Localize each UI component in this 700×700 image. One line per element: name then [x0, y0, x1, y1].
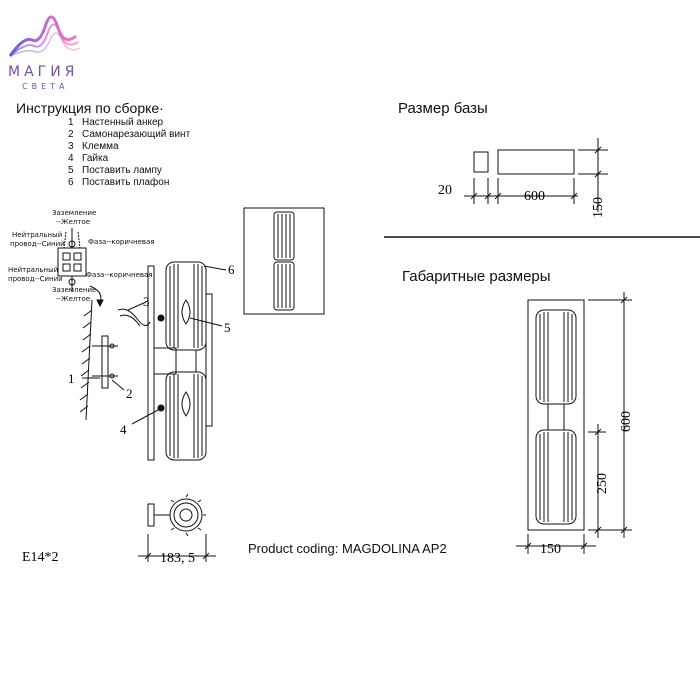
step-text: Гайка: [82, 153, 109, 164]
base-thickness-dim: 20: [438, 183, 452, 198]
callout-5: 5: [224, 320, 231, 335]
overall-outline: [527, 299, 585, 531]
assembly-step: 2 Самонарезающий винт: [68, 129, 190, 141]
base-side-view: [473, 151, 489, 173]
step-number: 4: [68, 153, 74, 164]
terminal-block: [57, 247, 87, 277]
overall-mount-dim: 250: [595, 473, 610, 494]
lamp-spec: E14*2: [22, 550, 59, 565]
wiring-neutral-1a: Нейтральный: [12, 231, 63, 239]
wiring-phase-1: Фаза--коричневая: [88, 238, 155, 246]
wiring-neutral-2a: Нейтральный: [8, 266, 59, 274]
wiring-neutral-1b: провод--Синий: [10, 240, 65, 248]
step-text: Поставить плафон: [82, 177, 170, 188]
step-text: Самонарезающий винт: [82, 129, 191, 140]
base-size-title: Размер базы: [398, 100, 488, 117]
base-width-dim: 150: [591, 197, 606, 218]
assembly-step: 5 Поставить лампу: [68, 165, 162, 177]
overall-dims-title: Габаритные размеры: [402, 268, 551, 285]
wiring-phase-2: Фаза--коричневая: [86, 271, 153, 279]
callout-6: 6: [228, 262, 235, 277]
base-front-view: [497, 149, 575, 175]
assembly-title: Инструкция по сборке·: [16, 100, 164, 116]
callout-3: 3: [143, 294, 150, 309]
callout-4: 4: [120, 422, 127, 437]
step-number: 1: [68, 117, 74, 128]
step-number: 2: [68, 129, 74, 140]
assembly-step: 4 Гайка: [68, 153, 108, 165]
wiring-ground-bottom-label: Заземление: [52, 286, 97, 294]
step-number: 5: [68, 165, 74, 176]
shade-detail-box: [243, 207, 325, 315]
step-text: Настенный анкер: [82, 117, 164, 128]
callout-1: 1: [68, 371, 75, 386]
wiring-neutral-2b: провод--Синий: [8, 275, 63, 283]
step-text: Поставить лампу: [82, 165, 162, 176]
base-length-dim: 600: [524, 189, 545, 204]
assembly-step: 3 Клемма: [68, 141, 119, 153]
brand-name: МАГИЯ: [8, 64, 79, 80]
overall-width-dim: 150: [540, 542, 561, 557]
wiring-ground-top-color: --Желтое: [56, 218, 91, 226]
brand-tagline: СВЕТА: [22, 82, 69, 91]
step-text: Клемма: [82, 141, 119, 152]
wiring-ground-top-label: Заземление: [52, 209, 97, 217]
callout-2: 2: [126, 386, 133, 401]
wiring-ground-bottom-color: --Желтое: [56, 295, 91, 303]
step-number: 3: [68, 141, 74, 152]
step-number: 6: [68, 177, 74, 188]
assembly-step: 1 Настенный анкер: [68, 117, 163, 129]
overall-height-dim: 600: [619, 411, 634, 432]
brand-logo-graphic: [8, 15, 81, 57]
assembly-step: 6 Поставить плафон: [68, 177, 169, 189]
depth-dimension: 183, 5: [160, 551, 195, 566]
product-coding: Product coding: MAGDOLINA AP2: [248, 541, 447, 556]
